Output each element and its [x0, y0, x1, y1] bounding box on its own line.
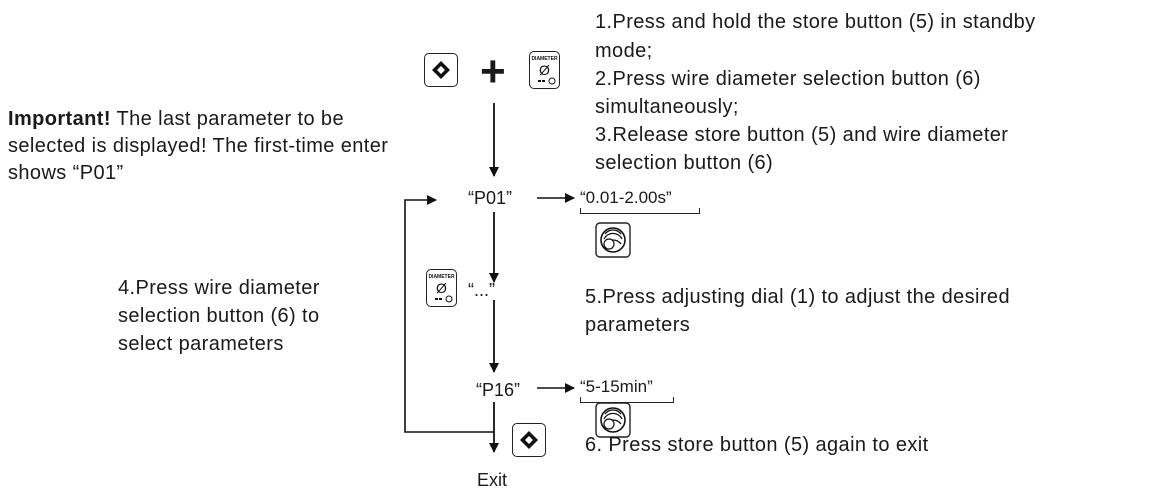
adjusting-dial-icon: [595, 222, 631, 258]
adjusting-dial-p01: [595, 222, 631, 263]
adjusting-dial-p16: [595, 402, 631, 443]
parameter-p16: “P16”: [476, 380, 521, 400]
step1-line1: 1.Press and hold the store button (5) in…: [595, 11, 1036, 33]
parameter-p01: “P01”: [468, 188, 513, 208]
store-button-icon: [520, 431, 538, 449]
store-button: [424, 53, 458, 87]
diameter-button: DIAMETER Ø: [529, 51, 560, 89]
parameter-ellipsis: “...”: [468, 280, 495, 300]
plus-sign: +: [480, 47, 506, 96]
step3-line1: 3.Release store button (5) and wire diam…: [595, 124, 1009, 146]
diameter-button-step4: DIAMETER Ø: [426, 269, 457, 307]
step4-line2: selection button (6) to: [118, 305, 320, 327]
svg-text:Ø: Ø: [436, 280, 447, 296]
svg-text:DIAMETER: DIAMETER: [531, 56, 558, 62]
loop-back-arrow: [404, 195, 494, 433]
svg-text:Ø: Ø: [539, 62, 550, 78]
important-note-line2: selected is displayed! The first-time en…: [8, 135, 389, 157]
step6: 6. Press store button (5) again to exit: [585, 434, 929, 456]
important-note-line3: shows “P01”: [8, 162, 124, 184]
important-label: Important!: [8, 108, 111, 130]
step4-line1: 4.Press wire diameter: [118, 277, 320, 299]
adjusting-dial-icon: [595, 402, 631, 438]
range-p01: “0.01-2.00s”: [580, 188, 700, 214]
step2-line2: simultaneously;: [595, 96, 739, 118]
range-p16: “5-15min”: [580, 377, 674, 403]
step1-line2: mode;: [595, 40, 653, 62]
store-button-exit: [512, 423, 546, 457]
svg-text:DIAMETER: DIAMETER: [428, 274, 455, 280]
important-note-line1: Important! The last parameter to be: [8, 108, 344, 130]
diameter-button-icon: DIAMETER Ø: [531, 56, 558, 85]
step3-line2: selection button (6): [595, 152, 774, 174]
step5-line1: 5.Press adjusting dial (1) to adjust the…: [585, 286, 1010, 308]
step5-line2: parameters: [585, 314, 691, 336]
diameter-button-icon: DIAMETER Ø: [428, 274, 455, 303]
step2-line1: 2.Press wire diameter selection button (…: [595, 68, 981, 90]
store-button-icon: [432, 61, 450, 79]
exit-label: Exit: [477, 470, 508, 490]
step4-line3: select parameters: [118, 333, 284, 355]
